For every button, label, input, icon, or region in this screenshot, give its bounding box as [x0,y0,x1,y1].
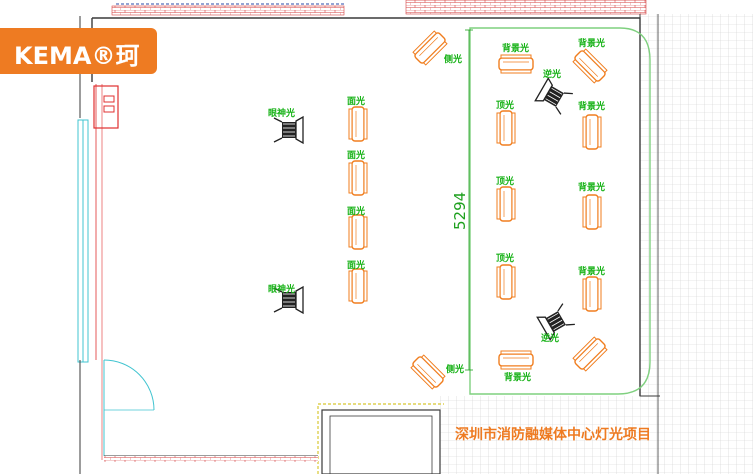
back-light-bottom-right [570,334,610,374]
stage-area [469,27,651,395]
electrical-box [93,85,119,129]
top-light-1 [496,110,516,146]
project-caption: 深圳市消防融媒体中心灯光项目 [455,427,651,443]
brick-wall-top-right [405,0,647,15]
face-light-label-2: 面光 [347,149,365,161]
side-light-top [410,28,450,68]
eye-light-label-bottom: 眼神光 [268,283,295,295]
face-light-label-3: 面光 [347,205,365,217]
back-light-bottom-left [498,350,534,370]
bottom-room-outline [317,403,444,474]
face-light-label-1: 面光 [347,95,365,107]
reverse-light-label-bottom: 逆光 [541,332,559,344]
side-light-bottom [408,352,448,392]
back-light-label-top-left: 背景光 [502,42,529,54]
door-swing [103,359,155,411]
brick-wall-top-left [111,5,345,16]
back-light-label-bottom: 背景光 [504,371,531,383]
face-light-fixtures [348,106,368,304]
reverse-light-spot-top [534,77,575,116]
top-light-label-2: 顶光 [496,175,514,187]
stage-depth-dimension: 5294 [451,192,469,230]
top-light-2 [496,186,516,222]
top-light-label-3: 顶光 [496,252,514,264]
side-light-label-top: 侧光 [444,53,462,65]
back-light-right-3 [582,276,602,312]
reverse-light-label-top: 逆光 [543,68,561,80]
top-light-label-1: 顶光 [496,99,514,111]
eye-light-label-top: 眼神光 [268,107,295,119]
kema-logo-text: KEMA®珂玛 [14,42,140,105]
back-light-top-left [498,54,534,74]
face-light-label-4: 面光 [347,259,365,271]
back-light-top-right [570,46,610,86]
side-light-label-bottom: 侧光 [446,363,464,375]
grid-area-bottom [440,396,740,474]
top-light-3 [496,264,516,300]
back-light-label-right-2: 背景光 [578,181,605,193]
back-light-right-2 [582,194,602,230]
kema-logo: KEMA®珂玛 [0,28,157,105]
back-light-label-right-1: 背景光 [578,100,605,112]
back-light-label-right-3: 背景光 [578,265,605,277]
back-light-label-top-right: 背景光 [578,37,605,49]
eye-light-spot-top [273,116,304,144]
back-light-right-1 [582,114,602,150]
